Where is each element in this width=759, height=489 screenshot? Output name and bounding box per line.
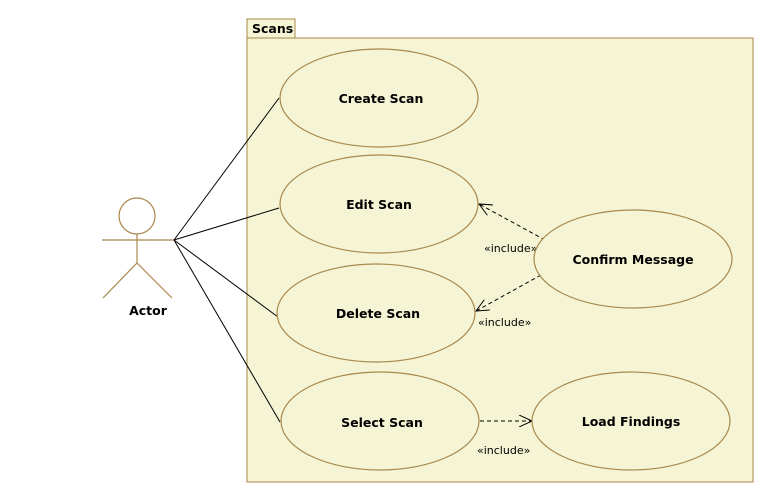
use-case-load-findings[interactable] [531, 371, 731, 471]
use-case-label-confirm-message: Confirm Message [572, 252, 693, 267]
association-select-scan[interactable] [173, 239, 281, 423]
use-case-label-select-scan: Select Scan [341, 415, 423, 430]
include-delete-confirm[interactable] [476, 274, 542, 311]
association-delete-scan[interactable] [173, 239, 279, 318]
association-create-scan[interactable] [173, 97, 280, 241]
association-edit-scan[interactable] [173, 207, 280, 241]
use-case-label-create-scan: Create Scan [339, 91, 424, 106]
use-case-confirm-message[interactable] [533, 209, 733, 309]
include-label-delete: «include» [478, 316, 531, 329]
actor-head [118, 197, 156, 235]
include-label-select: «include» [477, 444, 530, 457]
actor-label: Actor [129, 303, 168, 318]
actor-left-leg [102, 262, 138, 299]
package-title: Scans [252, 21, 293, 36]
use-case-create-scan[interactable] [279, 48, 479, 148]
use-case-select-scan[interactable] [280, 371, 480, 471]
include-edit-confirm[interactable] [479, 204, 546, 241]
include-label-edit: «include» [484, 242, 537, 255]
actor[interactable] [102, 197, 174, 299]
use-case-label-load-findings: Load Findings [582, 414, 681, 429]
actor-right-leg [136, 262, 173, 299]
use-case-edit-scan[interactable] [279, 154, 479, 254]
use-case-delete-scan[interactable] [276, 263, 476, 363]
use-case-label-edit-scan: Edit Scan [346, 197, 412, 212]
use-case-label-delete-scan: Delete Scan [336, 306, 420, 321]
